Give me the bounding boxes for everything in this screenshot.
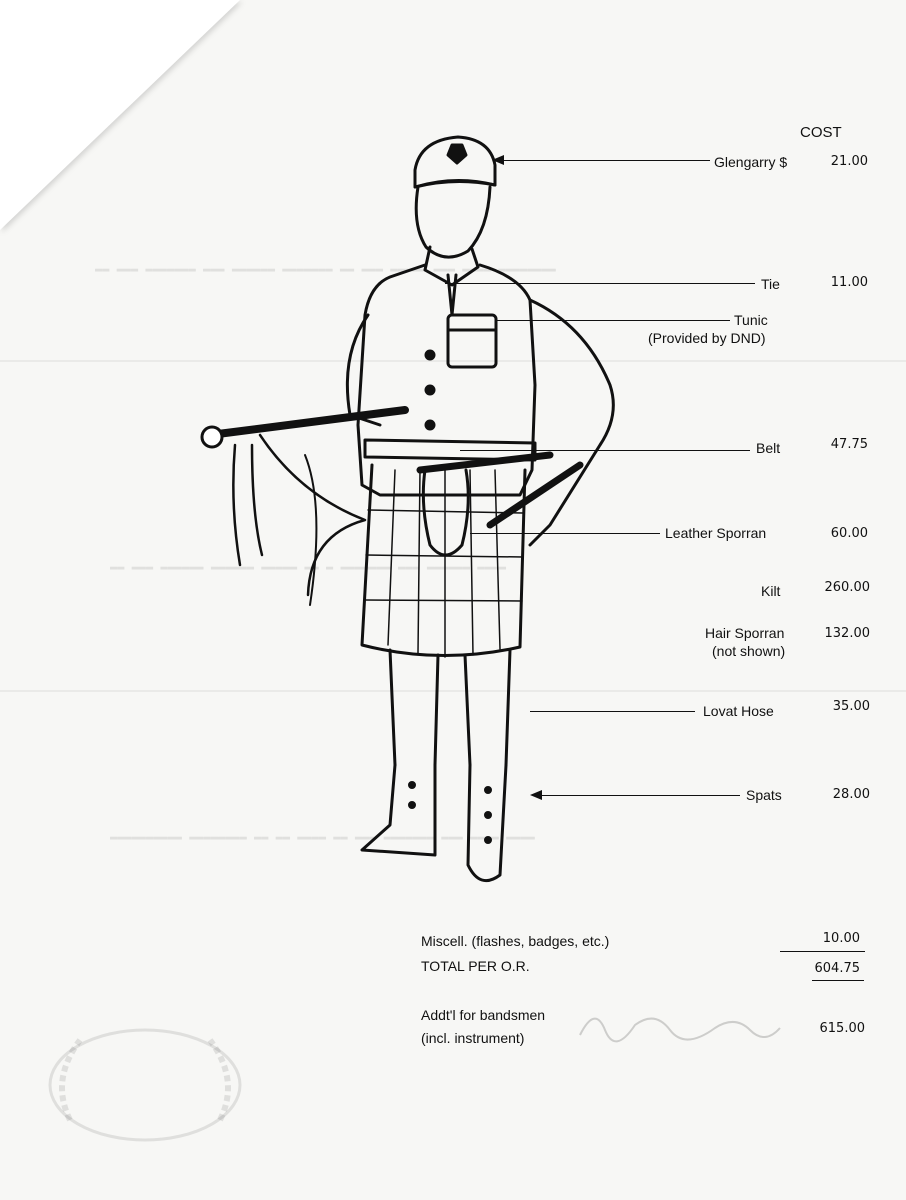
head-shape xyxy=(414,185,492,259)
bandsmen-note: (incl. instrument) xyxy=(421,1030,525,1046)
signature-mark xyxy=(579,1017,781,1043)
bagpipe-chanter xyxy=(206,406,409,439)
item-label-leather-sporran: Leather Sporran xyxy=(665,525,767,541)
arrow-head xyxy=(492,155,504,165)
item-price-hair-sporran: 132.00 xyxy=(824,626,871,641)
item-label-tunic: Tunic xyxy=(734,312,768,328)
anniversary-seal xyxy=(48,1028,242,1142)
paper-crease xyxy=(0,360,906,362)
cap-badge xyxy=(446,143,468,165)
cost-column-heading: COST xyxy=(800,124,842,141)
bandsmen-price: 615.00 xyxy=(819,1021,866,1036)
spats-shape xyxy=(360,763,437,857)
folded-corner xyxy=(0,0,240,230)
bandsmen-label: Addt'l for bandsmen xyxy=(421,1007,546,1023)
pointer-line xyxy=(445,283,755,284)
item-price-belt: 47.75 xyxy=(830,437,868,452)
arrow-head xyxy=(530,790,542,800)
miscellaneous-label: Miscell. (flashes, badges, etc.) xyxy=(421,933,610,949)
item-price-tie: 11.00 xyxy=(830,275,868,290)
pointer-line xyxy=(460,450,750,451)
total-price: 604.75 xyxy=(814,961,861,976)
pointer-line xyxy=(470,533,660,534)
item-price-glengarry: 21.00 xyxy=(830,154,868,169)
item-label-belt: Belt xyxy=(756,440,781,456)
item-label-hair-sporran: Hair Sporran xyxy=(705,625,785,641)
item-note-hair-sporran: (not shown) xyxy=(712,643,786,659)
item-label-lovat-hose: Lovat Hose xyxy=(703,703,774,719)
bleed-through-texture: ▬▬ ▬▬▬ ▬▬▬▬▬▬ ▬▬▬▬▬▬ ▬▬▬▬▬ ▬▬ ▬ ▬▬▬▬▬▬▬ … xyxy=(110,560,507,574)
miscellaneous-price: 10.00 xyxy=(822,931,860,946)
pointer-line xyxy=(540,795,740,796)
pointer-line xyxy=(530,711,695,712)
sporran-shape xyxy=(421,468,470,557)
total-label: TOTAL PER O.R. xyxy=(421,958,530,974)
highland-uniform-illustration xyxy=(200,135,615,883)
item-note-tunic: (Provided by DND) xyxy=(648,330,766,346)
item-label-kilt: Kilt xyxy=(761,583,781,599)
item-price-lovat-hose: 35.00 xyxy=(832,699,870,714)
pointer-line xyxy=(495,320,730,321)
item-label-glengarry: Glengarry $ xyxy=(714,154,788,170)
bleed-through-texture: ▬▬ ▬▬▬ ▬▬▬▬▬▬▬ ▬▬▬ ▬▬▬▬▬▬ ▬▬▬▬▬▬▬ ▬▬ ▬▬▬… xyxy=(95,262,556,276)
total-underline xyxy=(812,980,864,981)
paper-crease xyxy=(0,690,906,692)
item-label-tie: Tie xyxy=(761,276,780,292)
item-label-spats: Spats xyxy=(746,787,782,803)
tunic-shape xyxy=(356,263,537,497)
sum-underline xyxy=(780,951,865,952)
pointer-line xyxy=(502,160,710,161)
bleed-through-texture: ▬▬▬▬▬▬▬▬▬▬ ▬▬▬▬▬▬▬▬ ▬▬ ▬▬ ▬▬▬▬ ▬▬ ▬▬▬ ▬▬… xyxy=(110,830,535,844)
tie-shape xyxy=(446,273,458,317)
item-price-spats: 28.00 xyxy=(832,787,870,802)
item-price-kilt: 260.00 xyxy=(824,580,871,595)
lovat-hose-shape xyxy=(388,648,512,767)
item-price-leather-sporran: 60.00 xyxy=(830,526,868,541)
